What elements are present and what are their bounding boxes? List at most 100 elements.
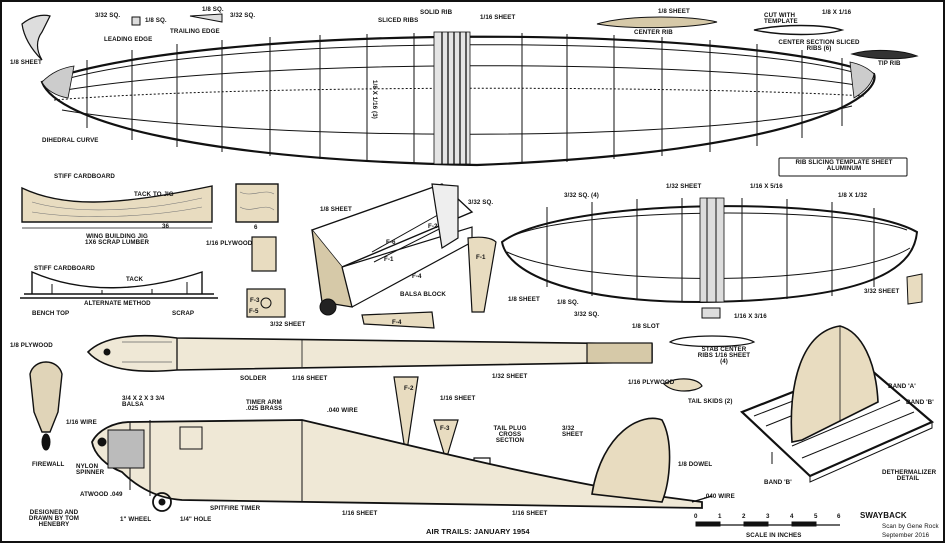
label-stiff-cardboard: STIFF CARDBOARD xyxy=(54,173,115,180)
label-strip-1-16x3-16: 1/16 X 3/16 xyxy=(734,313,767,320)
label-f6: F-6 xyxy=(386,239,396,246)
label-slot-1-8: 1/8 SLOT xyxy=(632,323,660,330)
label-solder: SOLDER xyxy=(240,375,267,382)
label-dowel-1-8: 1/8 DOWEL xyxy=(678,461,713,468)
label-sheet-1-16-side-2: 1/16 SHEET xyxy=(512,510,548,517)
label-hole: 1/4" HOLE xyxy=(180,516,212,523)
label-band-b-2: BAND 'B' xyxy=(764,479,792,486)
label-f4: F-4 xyxy=(412,273,422,280)
publication-credit: AIR TRAILS: JANUARY 1954 xyxy=(426,527,530,536)
label-f1: F-1 xyxy=(384,256,394,263)
tip-rib-drawing xyxy=(850,49,919,60)
center-rib-drawing xyxy=(596,16,718,29)
center-section-ribs-drawing xyxy=(753,24,845,36)
trailing-edge-section xyxy=(189,13,223,23)
rib-template-drawing xyxy=(778,157,908,177)
label-balsa-block-dims: 3/4 X 2 X 3 3/4 BALSA xyxy=(122,395,165,409)
label-sheet-3-32-tip: 3/32 SHEET xyxy=(864,288,900,295)
leading-edge-section xyxy=(131,16,141,26)
label-sheet-1-16-top-view: 1/16 SHEET xyxy=(292,375,328,382)
label-spitfire-timer: SPITFIRE TIMER xyxy=(210,505,261,512)
label-f3: F-3 xyxy=(250,297,260,304)
scale-bar-drawing xyxy=(695,521,840,527)
label-sq-3-32: 3/32 SQ. xyxy=(95,12,121,19)
label-tail-plug: TAIL PLUG CROSS SECTION xyxy=(493,425,527,445)
label-cut-with-template: CUT WITH TEMPLATE xyxy=(764,12,798,26)
label-f2: F-2 xyxy=(428,223,438,230)
scale-tick-4: 4 xyxy=(790,513,794,520)
label-sheet-1-8-top: 1/8 SHEET xyxy=(10,59,42,66)
designer-credit: DESIGNED AND DRAWN BY TOM HENEBRY xyxy=(28,509,80,529)
label-sliced-ribs: SLICED RIBS xyxy=(378,17,419,24)
label-sq-3-32-te: 3/32 SQ. xyxy=(230,12,256,19)
label-dim-6: 6 xyxy=(254,224,258,231)
label-tack: TACK xyxy=(126,276,144,283)
label-plywood-1-16-skid: 1/16 PLYWOOD xyxy=(628,379,675,386)
label-f1-part: F-1 xyxy=(476,254,486,261)
firewall-drawing xyxy=(29,361,63,433)
label-f5: F-5 xyxy=(249,308,259,315)
label-strip-1-8x1-32: 1/8 X 1/32 xyxy=(838,192,868,199)
stabilizer-drawing xyxy=(500,197,923,392)
label-sheet-1-16-side: 1/16 SHEET xyxy=(342,510,378,517)
label-sq-3-32-fus: 3/32 SQ. xyxy=(468,199,494,206)
scale-tick-2: 2 xyxy=(742,513,746,520)
label-solid-rib: SOLID RIB xyxy=(420,9,453,16)
label-wire-040: .040 WIRE xyxy=(327,407,358,414)
wing-tip-detail xyxy=(21,14,51,61)
label-sheet-1-8-fus: 1/8 SHEET xyxy=(320,206,352,213)
label-strip-1-16x5-16: 1/16 X 5/16 xyxy=(750,183,783,190)
scale-tick-0: 0 xyxy=(694,513,698,520)
label-sq-1-8-te: 1/8 SQ. xyxy=(202,6,224,13)
label-tail-skids: TAIL SKIDS (2) xyxy=(688,398,733,405)
label-wire-040-tail: .040 WIRE xyxy=(704,493,735,500)
scale-label: SCALE IN INCHES xyxy=(746,532,802,539)
label-firewall: FIREWALL xyxy=(32,461,65,468)
label-band-a: BAND 'A' xyxy=(888,383,916,390)
dethermalizer-drawing xyxy=(739,325,935,483)
label-band-b: BAND 'B' xyxy=(906,399,934,406)
f2-part-drawing xyxy=(393,376,419,458)
label-dim-36: 36 xyxy=(162,223,170,230)
label-sheet-3-32-fin: 3/32 SHEET xyxy=(562,425,584,439)
label-nylon-spinner: NYLON SPINNER xyxy=(76,463,105,477)
label-dethermalizer: DETHERMALIZER DETAIL xyxy=(882,469,937,483)
label-timer-arm: TIMER ARM .025 BRASS xyxy=(246,399,283,413)
label-sheet-1-8-f1: 1/8 SHEET xyxy=(508,296,540,303)
label-wire-1-16: 1/16 WIRE xyxy=(66,419,97,426)
label-f4-part: F-4 xyxy=(392,319,402,326)
label-plywood-1-16: 1/16 PLYWOOD xyxy=(206,240,253,247)
main-wing-drawing xyxy=(40,31,876,167)
label-bench-top: BENCH TOP xyxy=(32,310,70,317)
fuselage-assembly-drawing xyxy=(310,183,497,329)
label-balsa-block: BALSA BLOCK xyxy=(400,291,446,298)
scan-date: September 2016 xyxy=(882,532,930,539)
label-sq-3-32-4: 3/32 SQ. (4) xyxy=(564,192,599,199)
label-scrap: SCRAP xyxy=(172,310,195,317)
label-leading-edge: LEADING EDGE xyxy=(104,36,153,43)
scale-tick-5: 5 xyxy=(814,513,818,520)
label-jig-caption: WING BUILDING JIG 1X6 SCRAP LUMBER xyxy=(84,233,150,247)
label-plywood-1-8: 1/8 PLYWOOD xyxy=(10,342,53,349)
plan-name: SWAYBACK xyxy=(860,511,907,520)
fuselage-top-view-drawing xyxy=(86,334,653,372)
scale-tick-3: 3 xyxy=(766,513,770,520)
building-jig-drawing xyxy=(20,183,279,299)
label-tip-rib: TIP RIB xyxy=(878,60,901,67)
label-sq-1-8-le: 1/8 SQ. xyxy=(145,17,167,24)
label-spar-vertical: 1/8 X 1/16 (3) xyxy=(371,80,378,119)
f3-small-part-drawing xyxy=(433,419,459,463)
label-center-rib: CENTER RIB xyxy=(634,29,673,36)
label-sheet-1-32: 1/32 SHEET xyxy=(666,183,702,190)
label-f2-part: F-2 xyxy=(404,385,414,392)
f3-part-drawing xyxy=(246,288,286,318)
label-sq-3-32-stab: 3/32 SQ. xyxy=(574,311,600,318)
label-center-section-ribs: CENTER SECTION SLICED RIBS (6) xyxy=(778,39,860,53)
label-sheet-1-16-f: 1/16 SHEET xyxy=(440,395,476,402)
label-atwood: ATWOOD .049 xyxy=(80,491,123,498)
label-strip-1-8x1-16: 1/8 X 1/16 xyxy=(822,9,852,16)
label-sheet-1-32-top-view: 1/32 SHEET xyxy=(492,373,528,380)
label-sq-1-8-stab: 1/8 SQ. xyxy=(557,299,579,306)
